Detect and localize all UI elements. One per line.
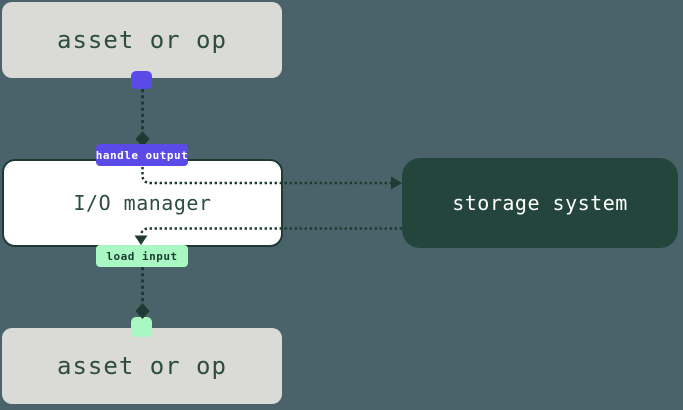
badge-handle-output-label: handle output	[95, 148, 189, 162]
node-asset-or-op-top-label: asset or op	[57, 26, 227, 54]
node-storage-system-label: storage system	[452, 191, 628, 215]
node-storage-system: storage system	[402, 158, 678, 248]
output-port-square-icon	[131, 71, 152, 89]
node-io-manager-label: I/O manager	[73, 191, 212, 215]
badge-load-input: load input	[96, 245, 188, 267]
input-port-square-icon	[131, 317, 152, 337]
node-asset-or-op-bottom-label: asset or op	[57, 352, 227, 380]
arrow-right-icon	[391, 176, 402, 190]
badge-handle-output: handle output	[96, 144, 188, 166]
node-asset-or-op-bottom: asset or op	[2, 328, 282, 404]
node-asset-or-op-top: asset or op	[2, 2, 282, 78]
badge-load-input-label: load input	[106, 249, 178, 263]
node-io-manager: I/O manager	[2, 159, 283, 247]
